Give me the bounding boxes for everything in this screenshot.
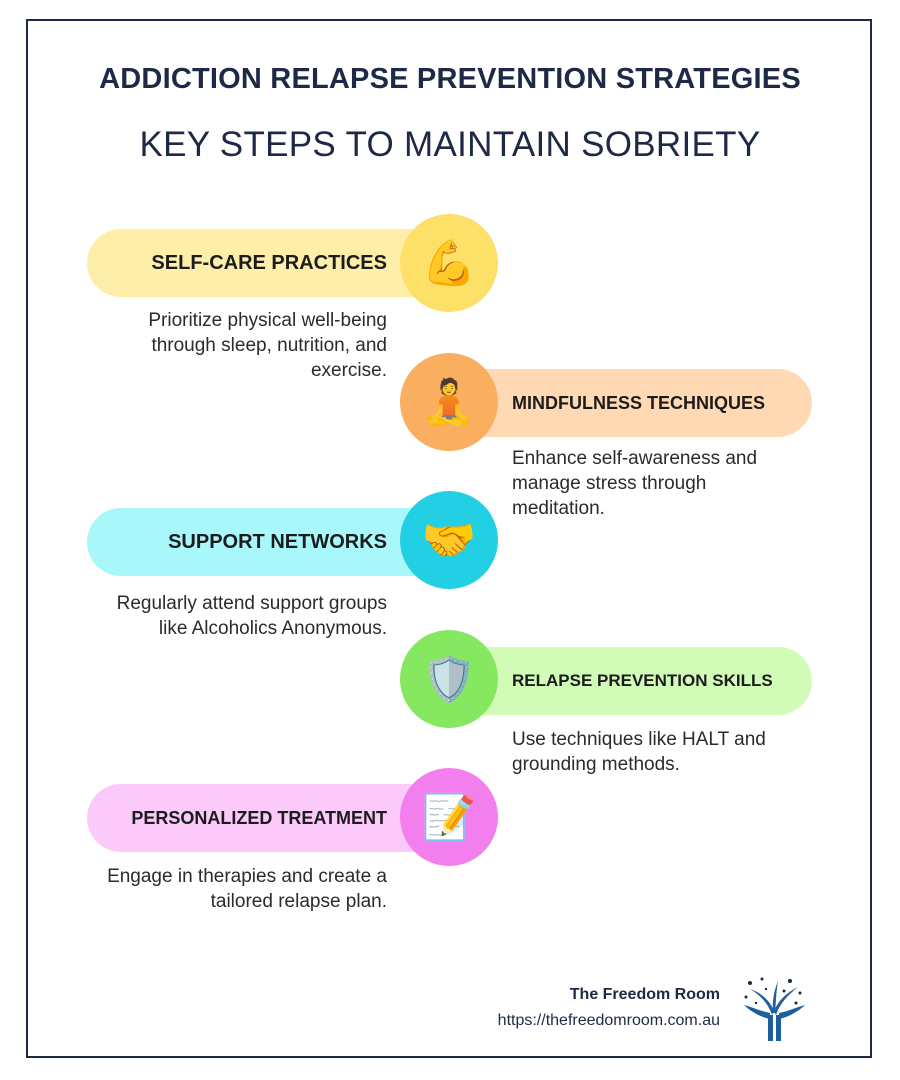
brand-name: The Freedom Room bbox=[569, 986, 720, 1003]
step-circle-mindfulness: 🧘 bbox=[400, 353, 498, 451]
flexed-biceps-icon: 💪 bbox=[421, 239, 477, 288]
step-label: RELAPSE PREVENTION SKILLS bbox=[512, 671, 773, 690]
page-title: ADDICTION RELAPSE PREVENTION STRATEGIES bbox=[99, 63, 801, 95]
step-circle-support-networks: 🤝 bbox=[400, 491, 498, 589]
step-pill-self-care: SELF-CARE PRACTICES bbox=[87, 229, 467, 297]
page-subtitle: KEY STEPS TO MAINTAIN SOBRIETY bbox=[139, 125, 761, 164]
step-circle-personalized-treatment: 📝 bbox=[400, 768, 498, 866]
step-pill-mindfulness: MINDFULNESS TECHNIQUES bbox=[432, 369, 812, 437]
tree-hands-logo-icon bbox=[744, 977, 805, 1041]
step-description: Use techniques like HALT and grounding m… bbox=[512, 729, 766, 775]
meditation-icon: 🧘 bbox=[421, 378, 477, 427]
step-description: Prioritize physical well-being through s… bbox=[148, 310, 387, 381]
memo-pencil-icon: 📝 bbox=[421, 793, 477, 842]
step-description: Engage in therapies and create a tailore… bbox=[107, 866, 387, 912]
step-circle-self-care: 💪 bbox=[400, 214, 498, 312]
step-description: Regularly attend support groups like Alc… bbox=[116, 593, 387, 639]
step-circle-relapse-prevention: 🛡️ bbox=[400, 630, 498, 728]
brand-url[interactable]: https://thefreedomroom.com.au bbox=[497, 1012, 720, 1029]
handshake-icon: 🤝 bbox=[421, 516, 477, 565]
step-label: PERSONALIZED TREATMENT bbox=[131, 807, 387, 828]
shield-icon: 🛡️ bbox=[421, 655, 477, 704]
step-label: SUPPORT NETWORKS bbox=[168, 530, 387, 553]
step-label: SELF-CARE PRACTICES bbox=[151, 251, 387, 274]
step-description: Enhance self-awareness and manage stress… bbox=[512, 448, 758, 519]
step-label: MINDFULNESS TECHNIQUES bbox=[512, 392, 766, 413]
